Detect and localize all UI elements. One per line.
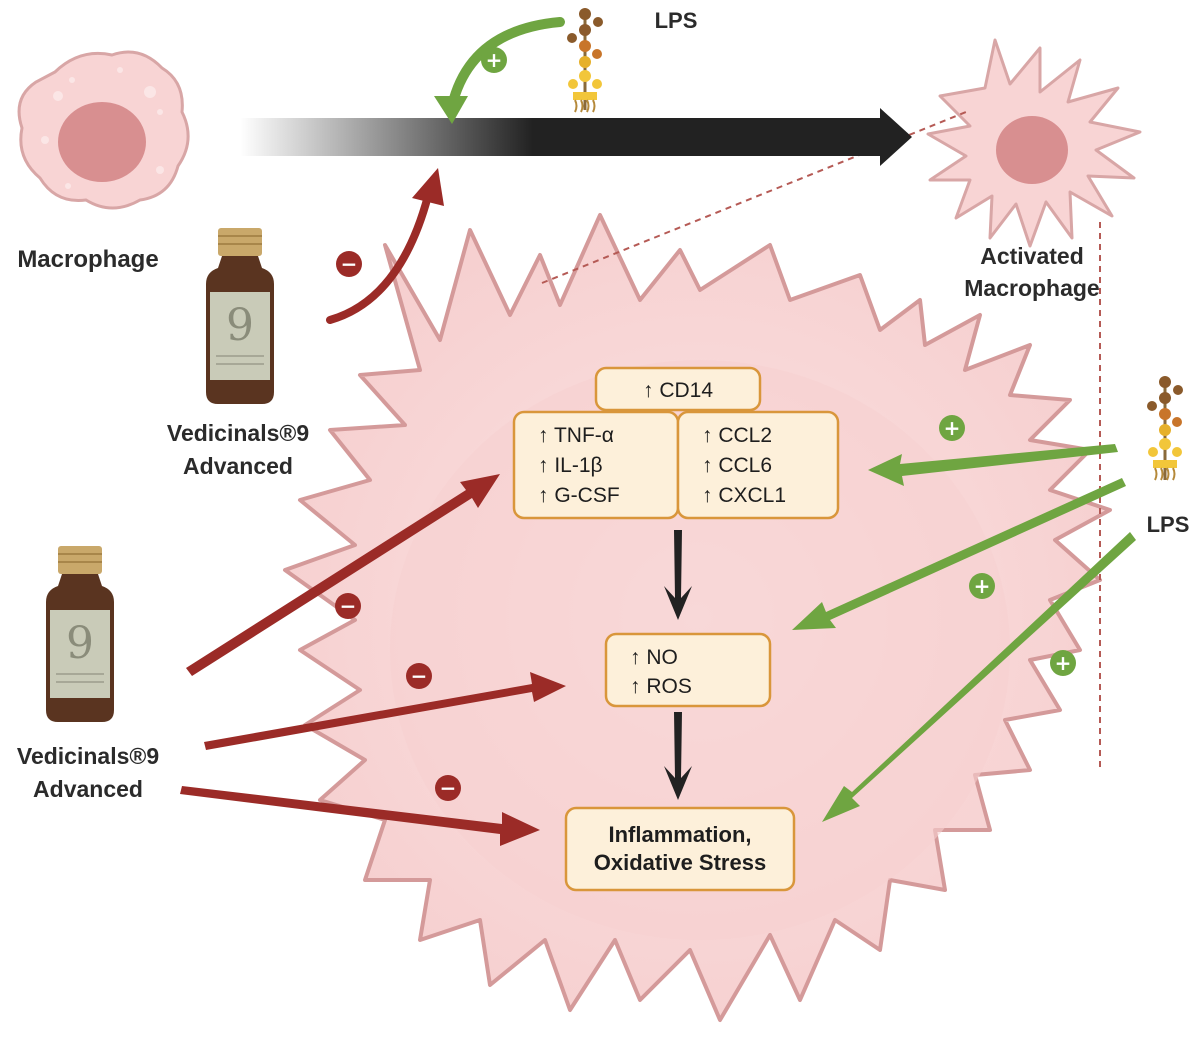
flow-arrow-2 xyxy=(664,712,692,800)
cytokine-tnf: ↑ TNF-α xyxy=(538,424,614,447)
svg-text:−: − xyxy=(411,664,428,688)
vedicinals-top-line1: Vedicinals®9 xyxy=(167,420,309,446)
svg-text:−: − xyxy=(340,594,357,618)
central-activated-cell xyxy=(283,213,1112,1022)
lps-label-right: LPS xyxy=(1147,512,1190,537)
cytokine-gcsf: ↑ G-CSF xyxy=(538,484,620,507)
inhibit-arrow-outcome xyxy=(180,786,540,846)
outcome-line2: Oxidative Stress xyxy=(594,850,766,875)
macrophage-label: Macrophage xyxy=(17,246,158,273)
plus-sign-top: + xyxy=(481,47,507,73)
lps-activation-arrow-top xyxy=(434,17,565,124)
svg-text:9: 9 xyxy=(66,618,94,669)
lps-arrow-to-radicals xyxy=(792,478,1126,630)
inhibit-arrow-radicals xyxy=(204,672,566,750)
minus-sign-radicals: − xyxy=(406,663,432,689)
svg-text:+: + xyxy=(974,574,991,598)
plus-sign-radicals: + xyxy=(969,573,995,599)
svg-text:−: − xyxy=(341,252,358,276)
minus-sign-cytokines: − xyxy=(335,593,361,619)
lps-arrow-to-outcome xyxy=(822,532,1136,822)
lps-molecule-top xyxy=(567,8,603,113)
chemokine-cxcl1: ↑ CXCL1 xyxy=(702,484,786,507)
activated-label-line1: Activated xyxy=(980,243,1084,269)
plus-sign-chemokines: + xyxy=(939,415,965,441)
inhibit-arrow-activation xyxy=(326,168,444,324)
chemokine-box: ↑ CCL2 ↑ CCL6 ↑ CXCL1 xyxy=(676,410,840,520)
cd14-box: ↑ CD14 xyxy=(594,366,762,412)
lps-arrow-to-chemokines xyxy=(868,444,1118,486)
resting-macrophage-cell xyxy=(17,50,190,210)
outcome-box: Inflammation, Oxidative Stress xyxy=(564,806,796,892)
svg-text:−: − xyxy=(440,776,457,800)
cytokine-il1b: ↑ IL-1β xyxy=(538,454,603,477)
cd14-text: ↑ CD14 xyxy=(643,379,713,402)
svg-text:9: 9 xyxy=(226,300,254,351)
vedicinals-top-line2: Advanced xyxy=(183,453,293,479)
activation-arrow xyxy=(240,108,912,166)
radical-no: ↑ NO xyxy=(630,646,678,669)
vedicinals-bottle-bottom: 9 xyxy=(46,546,114,722)
activated-macrophage-cell xyxy=(926,38,1142,248)
minus-sign-top: − xyxy=(336,251,362,277)
minus-sign-outcome: − xyxy=(435,775,461,801)
activated-label-line2: Macrophage xyxy=(964,275,1099,301)
chemokine-ccl2: ↑ CCL2 xyxy=(702,424,772,447)
outcome-line1: Inflammation, xyxy=(608,822,751,847)
svg-text:+: + xyxy=(944,416,961,440)
vedicinals-bottle-top: 9 xyxy=(206,228,274,404)
chemokine-ccl6: ↑ CCL6 xyxy=(702,454,772,477)
radicals-box: ↑ NO ↑ ROS xyxy=(604,632,772,708)
lps-label-top: LPS xyxy=(655,8,698,33)
svg-text:+: + xyxy=(1055,651,1072,675)
radical-ros: ↑ ROS xyxy=(630,675,692,698)
vedicinals-bottom-line2: Advanced xyxy=(33,776,143,802)
lps-molecule-right xyxy=(1147,376,1183,481)
cytokine-box: ↑ TNF-α ↑ IL-1β ↑ G-CSF xyxy=(512,410,680,520)
vedicinals-bottom-line1: Vedicinals®9 xyxy=(17,743,159,769)
flow-arrow-1 xyxy=(664,530,692,620)
inhibit-arrow-cytokines xyxy=(186,474,500,676)
svg-text:+: + xyxy=(486,48,503,72)
plus-sign-outcome: + xyxy=(1050,650,1076,676)
